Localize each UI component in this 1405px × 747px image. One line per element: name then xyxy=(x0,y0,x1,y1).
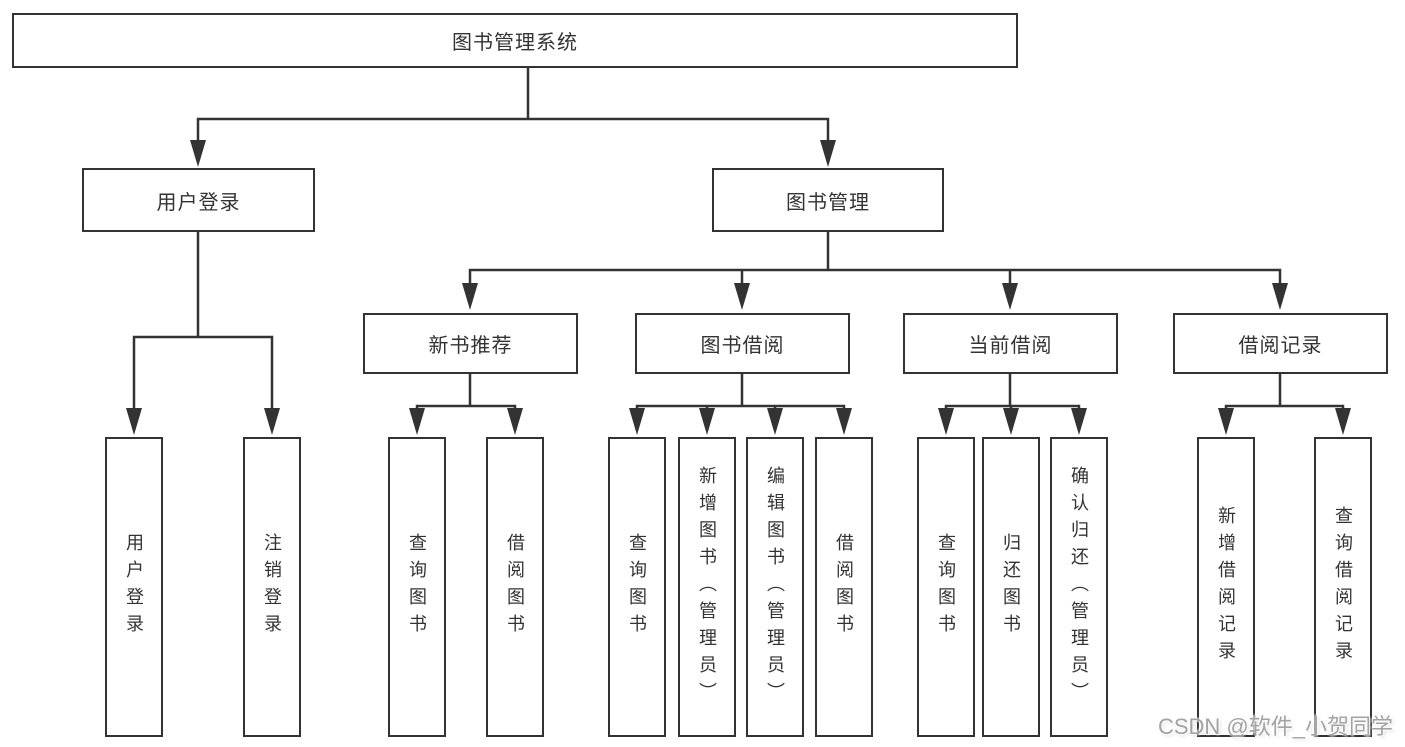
node-label: 借阅记录 xyxy=(1238,335,1323,357)
leaf-borrow-book: 借阅图书 xyxy=(815,437,873,737)
node-label: 新增图书（管理员） xyxy=(697,465,717,709)
node-label: 用户登录 xyxy=(156,191,241,214)
node-new-book-recommend: 新书推荐 xyxy=(363,313,578,374)
leaf-query-book-current: 查询图书 xyxy=(917,437,975,737)
leaf-return-book: 归还图书 xyxy=(982,437,1040,737)
node-label: 查询图书 xyxy=(936,533,956,641)
leaf-add-book-admin: 新增图书（管理员） xyxy=(678,437,736,737)
leaf-confirm-return-admin: 确认归还（管理员） xyxy=(1050,437,1108,737)
node-label: 借阅图书 xyxy=(834,533,854,641)
node-label: 新增借阅记录 xyxy=(1216,506,1236,668)
leaf-query-borrow-record: 查询借阅记录 xyxy=(1314,437,1372,737)
node-book-management: 图书管理 xyxy=(712,168,944,232)
node-label: 借阅图书 xyxy=(505,533,525,641)
node-user-login: 用户登录 xyxy=(82,168,315,232)
node-label: 新书推荐 xyxy=(428,335,513,357)
leaf-edit-book-admin: 编辑图书（管理员） xyxy=(746,437,804,737)
node-label: 查询借阅记录 xyxy=(1333,506,1353,668)
node-label: 图书管理系统 xyxy=(452,32,578,54)
node-label: 注销登录 xyxy=(262,533,282,641)
node-label: 图书管理 xyxy=(786,191,870,214)
leaf-add-borrow-record: 新增借阅记录 xyxy=(1197,437,1255,737)
node-label: 查询图书 xyxy=(627,533,647,641)
leaf-user-login: 用户登录 xyxy=(105,437,163,737)
node-book-borrow: 图书借阅 xyxy=(635,313,850,374)
node-label: 确认归还（管理员） xyxy=(1069,465,1089,709)
node-label: 归还图书 xyxy=(1001,533,1021,641)
node-label: 编辑图书（管理员） xyxy=(765,465,785,709)
leaf-borrow-book-recommend: 借阅图书 xyxy=(486,437,544,737)
leaf-logout-login: 注销登录 xyxy=(243,437,301,737)
node-label: 图书借阅 xyxy=(700,335,785,357)
node-label: 查询图书 xyxy=(407,533,427,641)
node-current-borrow: 当前借阅 xyxy=(903,313,1118,374)
leaf-query-book-borrow: 查询图书 xyxy=(608,437,666,737)
csdn-watermark: CSDN @软件_小贺同学 xyxy=(1157,714,1393,739)
node-label: 当前借阅 xyxy=(968,335,1053,357)
leaf-query-book-recommend: 查询图书 xyxy=(388,437,446,737)
node-root: 图书管理系统 xyxy=(12,13,1018,68)
node-borrow-records: 借阅记录 xyxy=(1173,313,1388,374)
node-label: 用户登录 xyxy=(124,533,144,641)
